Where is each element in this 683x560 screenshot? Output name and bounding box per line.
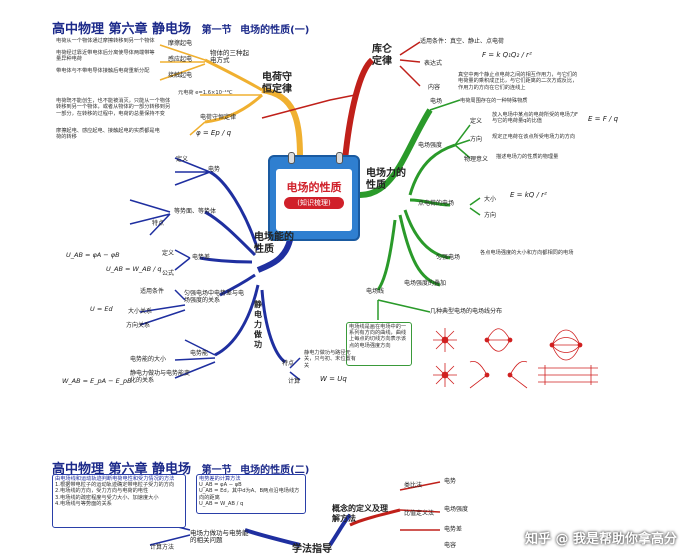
node-work-done: 静电力做功 bbox=[254, 300, 262, 349]
note-friction: 电荷从一个物体通过摩擦转移到另一个物体 bbox=[56, 38, 155, 44]
pd-calc-title: 电势差的计算方法 bbox=[199, 476, 241, 482]
branch-field-energy: 电场能的性质 bbox=[254, 232, 294, 255]
note-strength-phys: 描述电场力的性质的物理量 bbox=[496, 154, 559, 160]
page-title: 高中物理 第六章 静电场 第一节 电场的性质(一) bbox=[52, 22, 310, 37]
node-elementary: 电荷守恒定律 bbox=[200, 114, 237, 121]
coulomb-content-label: 内容 bbox=[428, 84, 441, 91]
coulomb-formula: F = k Q₁Q₂ / r² bbox=[482, 51, 532, 59]
node-three-ways: 物体的三种起电方式 bbox=[210, 49, 249, 64]
node-field: 电场 bbox=[430, 98, 443, 105]
calc-note: U_AB = φA − φB bbox=[199, 482, 242, 489]
work-formula: W_AB = E_pA − E_pB bbox=[62, 377, 132, 385]
node-compare: 比值定义法 bbox=[404, 510, 435, 517]
node-work-features: 特点 bbox=[282, 360, 295, 367]
node-potential: 电势 bbox=[208, 166, 221, 173]
node-equipotential-features: 特点 bbox=[152, 220, 165, 227]
relation-formula: U = Ed bbox=[90, 305, 113, 313]
node-strength: 电场强度 bbox=[418, 142, 443, 149]
center-card: 电场的性质 (知识梳理) bbox=[268, 152, 360, 241]
node-pe-size: 电势能的大小 bbox=[130, 356, 167, 363]
node-point-dir: 方向 bbox=[484, 212, 497, 219]
strength-formula: E = F / q bbox=[588, 115, 619, 123]
watermark: 知乎 @ 我是帮助你拿高分 bbox=[524, 532, 677, 547]
node-strength-dir: 方向 bbox=[470, 136, 483, 143]
note-work-features: 静电力做功与路径无关，只与初、末位置有关 bbox=[304, 350, 356, 369]
node-method: 学法指导 bbox=[292, 544, 332, 555]
note-transfer: 摩擦起电、感应起电、接触起电的实质都是电荷的转移 bbox=[56, 128, 160, 141]
coulomb-formula-label: 表达式 bbox=[424, 60, 443, 67]
page-two-title: 高中物理 第六章 静电场 第一节 电场的性质(二) bbox=[52, 462, 310, 477]
work-calc-formula: W = Uq bbox=[320, 375, 347, 383]
node-relation: 匀强电场中电势差与电场强度的关系 bbox=[184, 290, 245, 304]
note-induction: 电荷经过靠近带电体后分离使导体两端带等量异种电荷 bbox=[56, 50, 155, 63]
note-uniform: 各点电场强度的大小和方向都相同的电场 bbox=[480, 250, 574, 256]
note-field: 电荷周围存在的一种特殊物质 bbox=[460, 98, 528, 104]
node-potential-energy: 电势能 bbox=[190, 350, 209, 357]
pd-formula-2: U_AB = W_AB / q bbox=[106, 265, 162, 273]
point-formula: E = kQ / r² bbox=[510, 191, 547, 199]
pd-formula: U_AB = φA − φB bbox=[66, 251, 120, 259]
note-contact: 带电体与不带电导体接触后电荷重新分配 bbox=[56, 68, 150, 74]
node-pd-def: 定义 bbox=[162, 250, 175, 257]
node-superposition: 电场强度的叠加 bbox=[404, 280, 447, 287]
note-conservation: 电荷既不能创生，也不能被消灭，只能从一个物体转移到另一个物体，或者从物体的一部分… bbox=[56, 98, 171, 117]
center-subtitle: (知识梳理) bbox=[284, 197, 344, 209]
node-capacitance: 电容 bbox=[444, 542, 457, 549]
pd-calc-box: 电势差的计算方法 U_AB = φA − φB U_AB = Ed，其中d为A、… bbox=[196, 474, 306, 514]
method-note: 3.电场线的疏密程度与受力大小、加速度大小 bbox=[55, 494, 159, 501]
node-equipotential: 等势面、等势体 bbox=[174, 208, 217, 215]
method-note: 由电场线和运动轨迹判断电荷电性和受力情况的方法 bbox=[55, 476, 175, 482]
coulomb-content: 真空中两个静止点电荷之间的相互作用力，与它们的电荷量的乘积成正比，与它们距离的二… bbox=[458, 72, 578, 91]
node-concepts: 概念的定义及理解方法 bbox=[332, 504, 388, 523]
note-field-lines: 电场线是画在电场中的一系列有方向的曲线，曲线上每点的切线方向表示该点的电场强度方… bbox=[346, 322, 412, 366]
field-diagrams bbox=[433, 328, 598, 389]
method-note: 2.电场线的方向，受力方向与电荷的电性 bbox=[55, 488, 149, 495]
node-pd-2: 电势差 bbox=[444, 526, 463, 533]
node-strength-phys: 物理意义 bbox=[464, 156, 489, 163]
branch-charge-conservation: 电荷守恒定律 bbox=[262, 72, 292, 95]
potential-formula: φ = Ep / q bbox=[196, 129, 232, 137]
node-potential-diff: 电势差 bbox=[192, 254, 211, 261]
node-contact: 感应起电 bbox=[168, 56, 193, 63]
node-work-energy: 电场力做功与电势能的相关问题 bbox=[190, 529, 249, 544]
node-potential-def: 定义 bbox=[176, 156, 189, 163]
node-pd-formula-label: 公式 bbox=[162, 270, 175, 277]
note-strength-dir: 规定正电荷在该点所受电场力的方向 bbox=[492, 134, 576, 140]
node-point-magnitude: 大小 bbox=[484, 196, 497, 203]
method-note: 1.根据带电粒子的运动轨迹确定带电粒子受力的方向 bbox=[55, 482, 175, 489]
node-calc: 计算方法 bbox=[150, 544, 175, 551]
branch-coulomb-law: 库仑定律 bbox=[372, 44, 392, 67]
node-size: 大小关系 bbox=[128, 308, 153, 315]
node-typical: 几种典型电场的电场线分布 bbox=[430, 308, 503, 315]
node-fieldstr-2: 电场强度 bbox=[444, 506, 469, 513]
node-relation-cond: 适用条件 bbox=[140, 288, 165, 295]
calc-note: U_AB = Ed，其中d为A、B两点沿电场线方向的距离 bbox=[199, 488, 300, 501]
page-two: 高中物理 第六章 静电场 第一节 电场的性质(二) 由电场线和运动轨迹判断电荷电… bbox=[0, 446, 683, 560]
calc-note: U_AB = W_AB / q bbox=[199, 500, 244, 507]
center-title: 电场的性质 bbox=[286, 181, 342, 194]
note-elementary-charge: 元电荷 e=1.6×10⁻¹⁹C bbox=[178, 90, 233, 96]
node-friction: 摩擦起电 bbox=[168, 40, 193, 47]
node-potential-2: 电势 bbox=[444, 478, 457, 485]
node-induction: 接触起电 bbox=[168, 72, 193, 79]
coulomb-condition: 适用条件：真空、静止、点电荷 bbox=[420, 38, 505, 45]
page-one: 高中物理 第六章 静电场 第一节 电场的性质(一) 电场的性质 (知识梳理) 电… bbox=[52, 22, 619, 385]
node-work-calc: 计算 bbox=[288, 378, 301, 385]
node-pe-relation: 静电力做功与电势能变化的关系 bbox=[130, 370, 191, 384]
node-analogy: 类比法 bbox=[404, 482, 423, 489]
method-notes-box: 由电场线和运动轨迹判断电荷电性和受力情况的方法 1.根据带电粒子的运动轨迹确定带… bbox=[52, 474, 186, 528]
node-strength-def: 定义 bbox=[470, 118, 483, 125]
branch-field-force: 电场力的性质 bbox=[366, 168, 406, 191]
node-uniform: 匀强电场 bbox=[436, 254, 461, 261]
node-direction: 方向关系 bbox=[126, 322, 151, 329]
note-strength-def: 放入电场中某点的电荷所受的电场力F与它的电荷量q的比值 bbox=[492, 112, 578, 125]
node-field-lines: 电场线 bbox=[366, 288, 385, 295]
node-point-field: 点电荷的电场 bbox=[418, 200, 455, 207]
method-note: 4.电场线与等势面的关系 bbox=[55, 500, 112, 507]
